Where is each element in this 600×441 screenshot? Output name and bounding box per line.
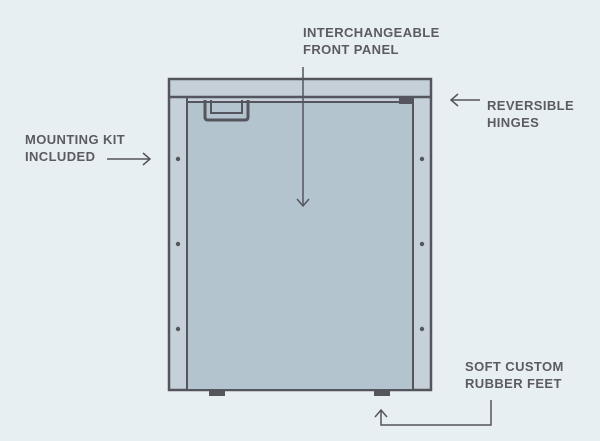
screw-icon xyxy=(419,241,425,247)
front-door-panel xyxy=(186,101,414,391)
front-panel-arrow xyxy=(296,67,310,208)
screw-icon xyxy=(419,326,425,332)
door-handle-icon xyxy=(203,100,250,122)
callout-front-panel-line2: FRONT PANEL xyxy=(303,42,399,57)
screw-icon xyxy=(175,326,181,332)
callout-front-panel-line1: INTERCHANGEABLE xyxy=(303,25,440,40)
callout-hinges: REVERSIBLE HINGES xyxy=(487,97,574,131)
rubber-foot-icon xyxy=(374,390,390,396)
hinge-icon xyxy=(399,98,413,104)
callout-feet: SOFT CUSTOM RUBBER FEET xyxy=(465,358,564,392)
callout-feet-line2: RUBBER FEET xyxy=(465,376,562,391)
screw-icon xyxy=(419,156,425,162)
callout-mounting-kit-line2: INCLUDED xyxy=(25,149,96,164)
rubber-foot-icon xyxy=(209,390,225,396)
feet-arrow xyxy=(374,400,492,426)
callout-front-panel: INTERCHANGEABLE FRONT PANEL xyxy=(303,24,440,58)
callout-mounting-kit-line1: MOUNTING KIT xyxy=(25,132,126,147)
mounting-kit-arrow xyxy=(107,152,152,166)
callout-hinges-line2: HINGES xyxy=(487,115,540,130)
callout-mounting-kit: MOUNTING KIT INCLUDED xyxy=(25,131,125,165)
callout-feet-line1: SOFT CUSTOM xyxy=(465,359,564,374)
hinges-arrow xyxy=(449,93,480,107)
screw-icon xyxy=(175,241,181,247)
callout-hinges-line1: REVERSIBLE xyxy=(487,98,575,113)
screw-icon xyxy=(175,156,181,162)
